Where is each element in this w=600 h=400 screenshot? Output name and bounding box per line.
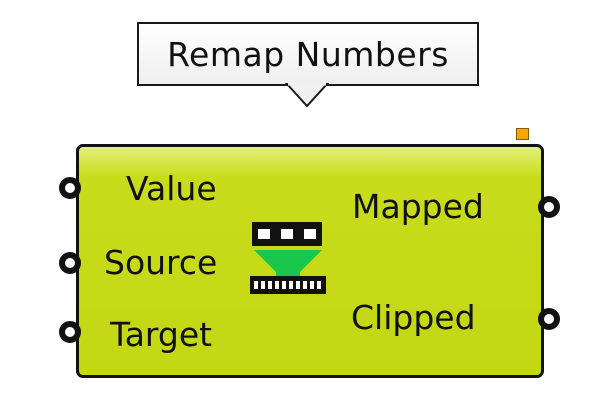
output-label-clipped[interactable]: Clipped (351, 298, 476, 337)
tooltip-text: Remap Numbers (167, 34, 449, 74)
input-label-target[interactable]: Target (110, 315, 213, 354)
input-grip-source[interactable] (59, 252, 81, 274)
output-label-mapped[interactable]: Mapped (352, 187, 484, 226)
output-grip-mapped[interactable] (538, 196, 560, 218)
input-label-value[interactable]: Value (126, 169, 217, 208)
output-grip-clipped[interactable] (538, 308, 560, 330)
input-grip-value[interactable] (59, 177, 81, 199)
component-warning-icon[interactable] (516, 128, 529, 140)
remap-numbers-icon (250, 222, 326, 294)
input-grip-target[interactable] (59, 321, 81, 343)
component-tooltip: Remap Numbers (137, 22, 479, 86)
input-label-source[interactable]: Source (104, 243, 218, 282)
